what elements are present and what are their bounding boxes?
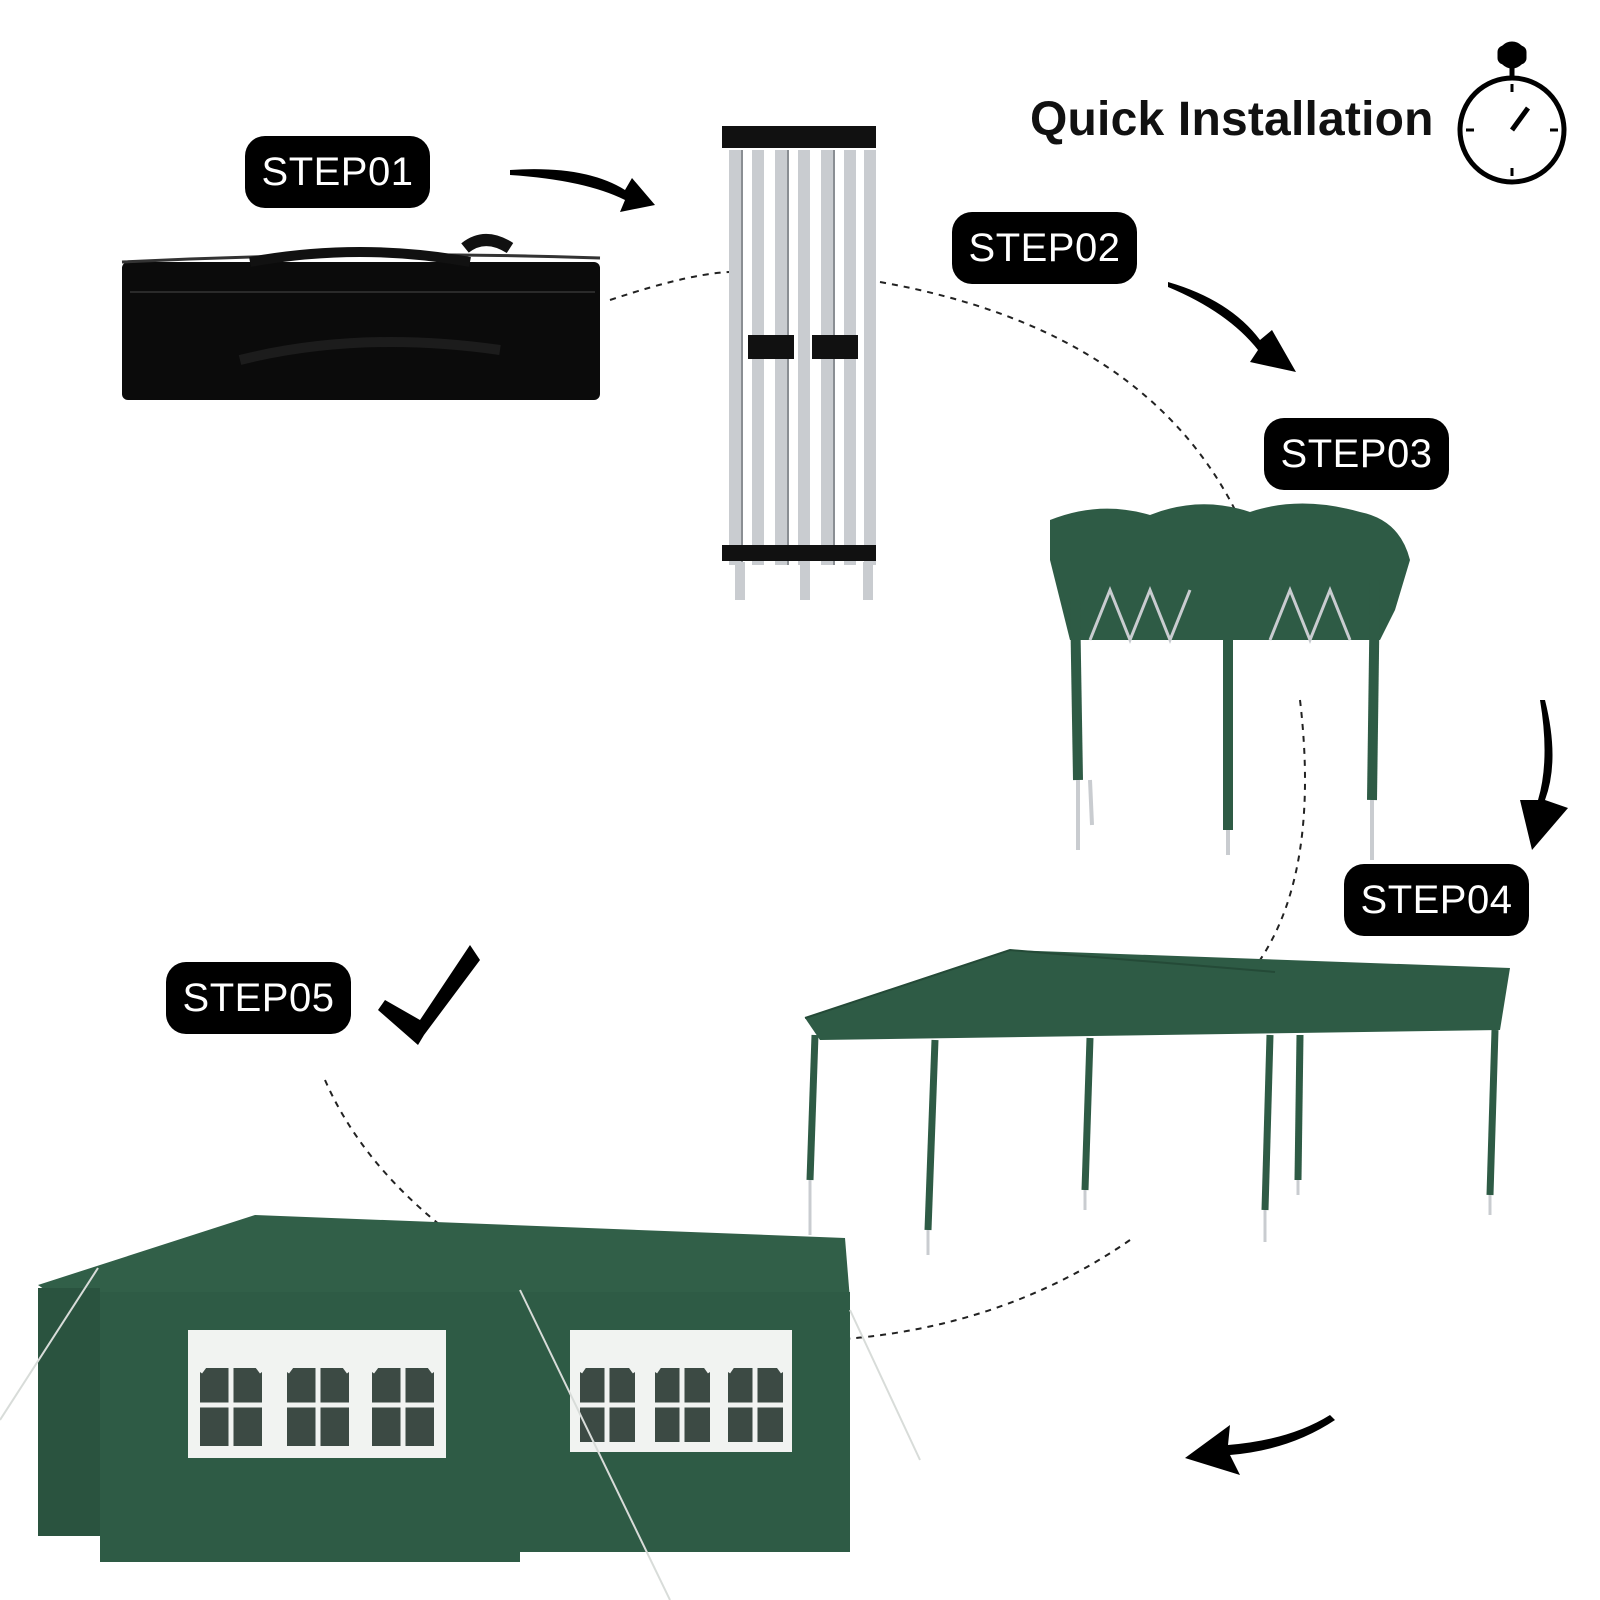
folded-frame-image xyxy=(722,126,876,600)
checkmark-icon xyxy=(378,945,480,1045)
arrow-icon xyxy=(1185,1415,1335,1475)
dashed-guide-path xyxy=(324,270,1306,1341)
arrow-icon xyxy=(1520,700,1568,850)
carry-bag-image xyxy=(121,234,601,400)
step-label-2: STEP02 xyxy=(952,212,1137,284)
half-open-canopy-image xyxy=(1050,503,1410,860)
arrow-icon xyxy=(1168,282,1296,372)
page-title: Quick Installation xyxy=(1030,93,1434,146)
open-canopy-image xyxy=(804,948,1510,1255)
step-label-3: STEP03 xyxy=(1264,418,1449,490)
step-label-4: STEP04 xyxy=(1344,864,1529,936)
sidewall-window xyxy=(570,1330,792,1452)
canopy-with-sidewalls-image xyxy=(0,1215,921,1600)
step-label-5: STEP05 xyxy=(166,962,351,1034)
stopwatch-icon xyxy=(1457,41,1567,185)
step-label-1: STEP01 xyxy=(245,136,430,208)
sidewall-window xyxy=(188,1330,446,1458)
arrow-icon xyxy=(510,169,655,212)
